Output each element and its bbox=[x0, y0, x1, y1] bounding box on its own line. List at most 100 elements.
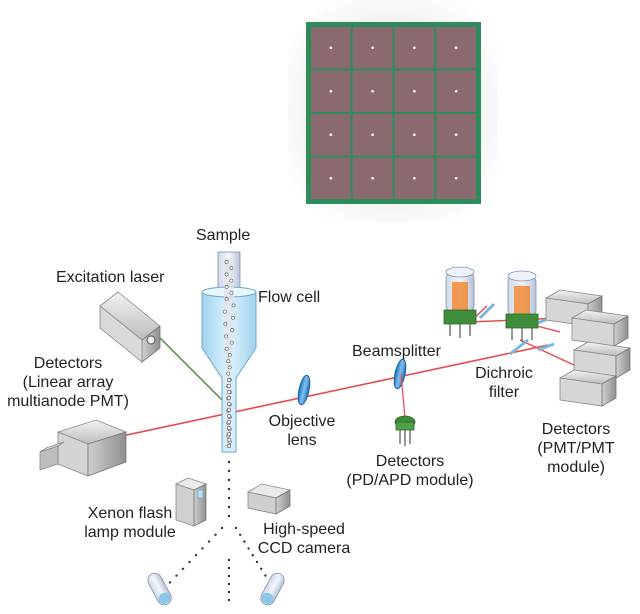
sensor-cell-dot bbox=[371, 176, 375, 180]
label-sample: Sample bbox=[196, 227, 251, 244]
pd-apd-detector bbox=[394, 415, 416, 446]
stream-dot bbox=[264, 574, 267, 577]
particle bbox=[224, 346, 229, 351]
label-line: (Linear array bbox=[22, 374, 114, 391]
sample-particles bbox=[222, 260, 236, 449]
sensor-cell-dot bbox=[329, 133, 333, 137]
stream-dot bbox=[227, 566, 231, 570]
detection-beam bbox=[121, 344, 549, 437]
stream-dot bbox=[227, 478, 231, 482]
stream-dot bbox=[247, 547, 250, 550]
particle bbox=[226, 407, 232, 413]
stream-dot bbox=[214, 533, 217, 536]
pmt-tube-2 bbox=[505, 270, 539, 342]
particle bbox=[226, 425, 232, 431]
stream-dot bbox=[227, 496, 231, 500]
label-excitation-laser: Excitation laser bbox=[56, 269, 165, 286]
label-line: CCD camera bbox=[257, 540, 351, 557]
label-line: Detectors bbox=[375, 453, 445, 470]
label-objective-lens: Objective lens bbox=[264, 412, 340, 450]
xenon-flash-lamp-module bbox=[174, 477, 208, 527]
stream-dot bbox=[181, 567, 185, 570]
sensor-cell-dot bbox=[454, 46, 458, 50]
objective-lens bbox=[297, 374, 311, 406]
particle bbox=[226, 389, 232, 395]
stream-dot bbox=[251, 554, 254, 557]
stream-dot bbox=[255, 560, 259, 564]
stream-dot bbox=[227, 574, 231, 578]
pd-branch-beam bbox=[400, 373, 406, 419]
stream-dot bbox=[227, 460, 231, 464]
particle bbox=[224, 334, 228, 339]
particle bbox=[226, 443, 232, 449]
sensor-cell-dot bbox=[329, 89, 333, 93]
particle bbox=[227, 353, 232, 357]
stream-dot bbox=[227, 505, 231, 509]
label-line: multianode PMT) bbox=[7, 393, 129, 410]
label-detectors-pmt: Detectors (PMT/PMT module) bbox=[526, 420, 626, 477]
label-line: (PMT/PMT bbox=[537, 440, 615, 457]
stream-dot bbox=[227, 487, 231, 491]
sensor-cell-dot bbox=[412, 46, 416, 50]
sensor-cell-dot bbox=[329, 176, 333, 180]
label-line: lens bbox=[287, 432, 317, 449]
stream-dot bbox=[260, 567, 263, 570]
particle bbox=[226, 401, 232, 407]
particle bbox=[223, 322, 228, 326]
label-line: module) bbox=[547, 459, 605, 476]
beamsplitter-lens bbox=[393, 358, 407, 390]
sensor-cell-dot bbox=[454, 89, 458, 93]
particle bbox=[226, 383, 232, 389]
sensor-cell-dot bbox=[371, 89, 375, 93]
sensor-cell-dot bbox=[412, 133, 416, 137]
particle bbox=[230, 328, 235, 333]
particle bbox=[224, 272, 229, 277]
sensor-cell-dot bbox=[454, 133, 458, 137]
stream-dot bbox=[175, 574, 178, 577]
stream-dot bbox=[227, 514, 231, 518]
pmt-module-box bbox=[570, 309, 630, 347]
particle bbox=[224, 297, 229, 302]
pmt-modules bbox=[544, 289, 632, 407]
label-dichroic-filter: Dichroic filter bbox=[464, 364, 544, 402]
stream-dot bbox=[227, 558, 231, 562]
detection-beam-branch-4 bbox=[536, 325, 561, 333]
particle bbox=[226, 437, 232, 443]
excitation-laser-module bbox=[99, 291, 161, 363]
stream-dot bbox=[201, 547, 204, 550]
stream-dot bbox=[207, 540, 211, 543]
label-line: filter bbox=[488, 384, 520, 401]
stream-dot bbox=[168, 581, 172, 584]
label-beamsplitter: Beamsplitter bbox=[352, 343, 441, 360]
stream-dot bbox=[227, 598, 231, 602]
particle bbox=[224, 284, 229, 289]
label-line: Detectors bbox=[541, 421, 611, 438]
collection-tube-right bbox=[260, 572, 285, 606]
label-line: Detectors bbox=[33, 355, 103, 372]
stream-dot bbox=[188, 560, 191, 564]
label-detectors-linear: Detectors (Linear array multianode PMT) bbox=[4, 354, 132, 411]
stream-dot bbox=[194, 554, 198, 557]
particle bbox=[226, 419, 232, 425]
excitation-beam bbox=[147, 325, 227, 405]
pmt-module-box bbox=[572, 341, 632, 379]
stream-dot bbox=[227, 582, 231, 586]
label-xenon-flash: Xenon flash lamp module bbox=[78, 504, 182, 542]
sensor-cell-dot bbox=[371, 46, 375, 50]
sensor-array-photo bbox=[288, 0, 498, 222]
particle bbox=[227, 365, 232, 370]
linear-array-detector bbox=[39, 419, 128, 477]
particle bbox=[229, 340, 234, 345]
stream-dot bbox=[234, 526, 238, 530]
stream-dot bbox=[220, 526, 224, 530]
label-line: High-speed bbox=[263, 521, 345, 538]
label-ccd-camera: High-speed CCD camera bbox=[248, 520, 360, 558]
particle bbox=[222, 309, 227, 314]
particle bbox=[229, 278, 234, 283]
label-line: (PD/APD module) bbox=[346, 472, 474, 489]
particle bbox=[231, 303, 236, 308]
label-line: Objective bbox=[268, 413, 336, 430]
stream-dot bbox=[239, 533, 242, 536]
label-line: Xenon flash bbox=[87, 505, 173, 522]
